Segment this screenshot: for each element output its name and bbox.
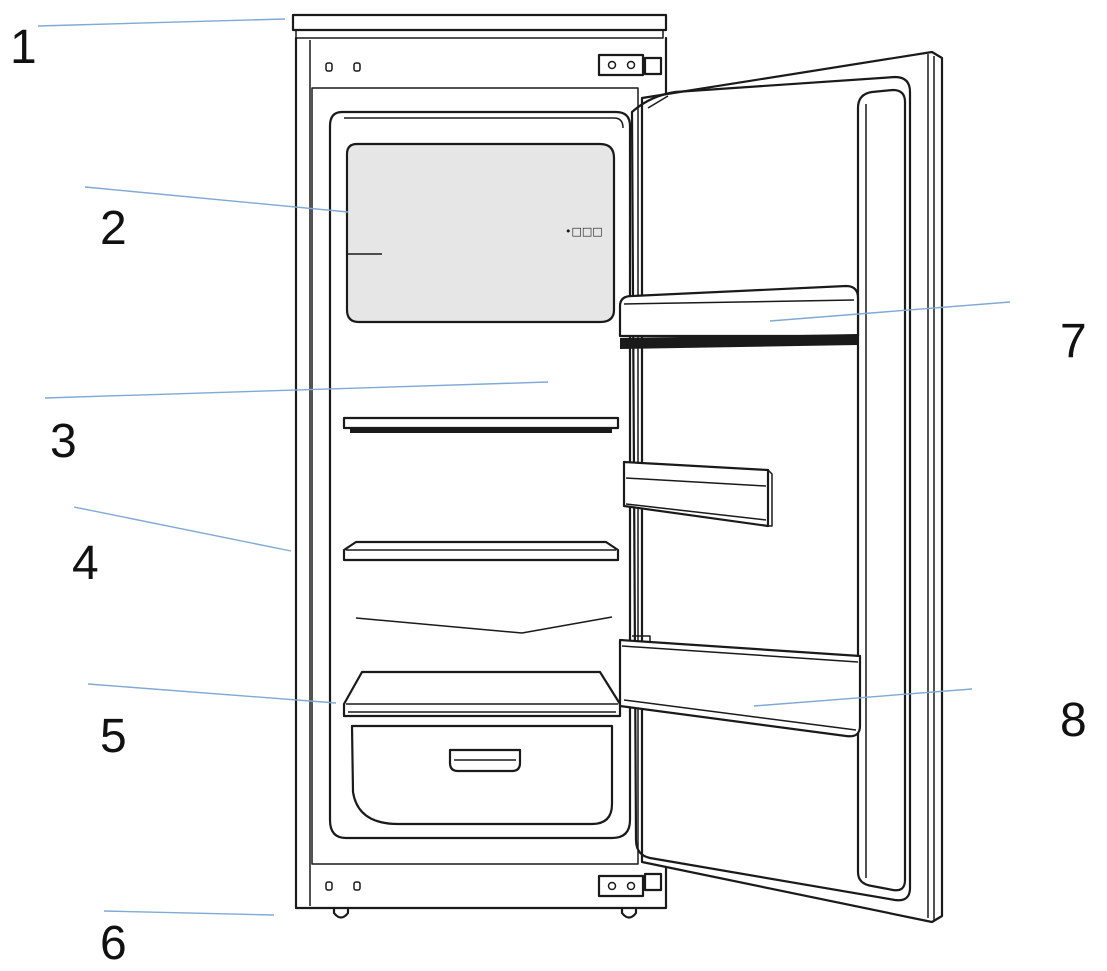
door-shelf-middle: [622, 460, 773, 528]
drawer-handle: [448, 748, 522, 773]
shelf-middle: [342, 540, 620, 562]
leader-1: [37, 18, 286, 27]
door-shelf-upper: [618, 284, 860, 349]
freezer-compartment: •□□□: [345, 142, 616, 324]
foot-right: [620, 906, 638, 919]
leader-lines: [37, 18, 1011, 916]
leader-7: [769, 301, 1011, 322]
leader-4: [73, 506, 292, 552]
callout-2: 2: [100, 202, 127, 255]
leader-6: [103, 910, 275, 916]
crisper-divider: [355, 616, 613, 634]
freezer-indicator: •□□□: [565, 225, 603, 238]
top-cover: [291, 13, 668, 32]
callout-4: 4: [72, 537, 99, 590]
freezer-panel: [345, 142, 616, 324]
leader-3: [44, 381, 549, 399]
leader-2: [84, 186, 349, 213]
door-bin-lower: [618, 635, 862, 738]
bottom-hinge: [597, 872, 663, 898]
crisper-cover: [342, 670, 622, 718]
crisper-drawer: [350, 724, 614, 826]
inner-liner: [328, 110, 632, 840]
top-hinge: [597, 53, 663, 77]
door: [618, 50, 944, 924]
door-inner-panel: [630, 75, 912, 902]
foot-left: [332, 906, 350, 919]
callout-3: 3: [50, 415, 77, 468]
callout-7: 7: [1060, 315, 1087, 368]
leader-8: [753, 688, 973, 707]
callout-6: 6: [100, 917, 127, 970]
callout-1: 1: [10, 21, 37, 74]
callout-5: 5: [100, 710, 127, 763]
callout-8: 8: [1060, 694, 1087, 747]
leader-5: [87, 683, 337, 704]
shelf-upper: [342, 416, 620, 433]
